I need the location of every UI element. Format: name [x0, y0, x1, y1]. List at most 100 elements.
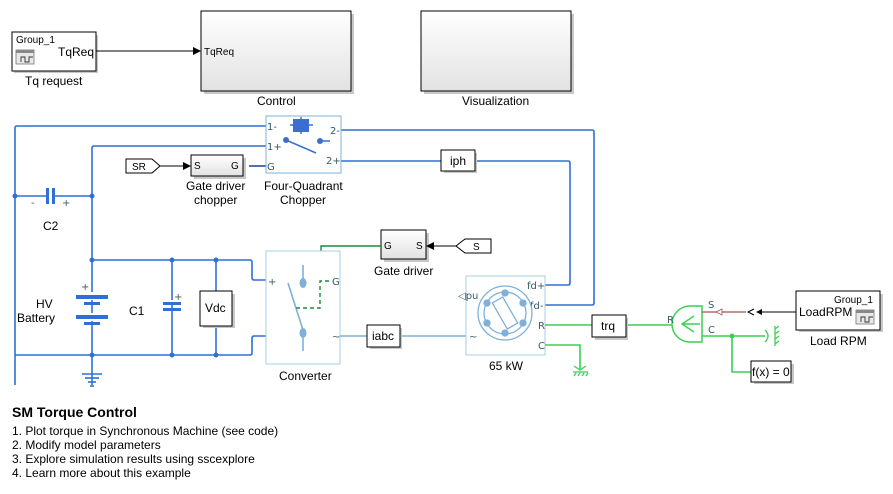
machine-port-c: C — [538, 341, 545, 352]
c2-plus: + — [62, 198, 70, 209]
converter-block[interactable]: + G ~ Converter — [265, 250, 341, 383]
c1-plus: + — [174, 292, 182, 303]
visualization-subsystem[interactable]: Visualization — [420, 10, 574, 108]
model-title: SM Torque Control — [12, 404, 137, 420]
iabc-sensor[interactable]: iabc — [366, 324, 402, 349]
control-port-tqreq: TqReq — [204, 47, 234, 58]
wire-case — [545, 344, 581, 370]
step-learn-more-link[interactable]: 4. Learn more about this example — [12, 466, 191, 480]
visualization-label: Visualization — [462, 94, 529, 108]
hv-battery[interactable]: + HV Battery — [17, 282, 108, 325]
load-rpm-label: Load RPM — [810, 334, 867, 348]
gd-out-port: G — [384, 241, 392, 252]
battery-plus: + — [81, 282, 89, 293]
control-subsystem[interactable]: TqReq Control — [200, 10, 354, 108]
gd-in-port: S — [416, 241, 423, 252]
machine-port-ac: ~ — [469, 332, 477, 343]
speed-port-r: R — [667, 315, 674, 326]
junction — [89, 193, 95, 199]
sr-from-tag[interactable]: SR — [125, 158, 161, 174]
c2-minus: - — [31, 198, 35, 209]
solver-label: f(x) = 0 — [752, 365, 790, 379]
chopper-port-2minus: 2- — [330, 126, 340, 137]
four-quadrant-chopper[interactable]: 1- 1+ G 2- 2+ Four-Quadrant Chopper — [264, 115, 343, 207]
speed-port-s: S — [708, 300, 714, 311]
junction — [89, 352, 95, 358]
junction — [213, 257, 219, 263]
mechanical-reference-icon — [764, 325, 780, 346]
ps-port-icon — [715, 308, 723, 316]
chopper-port-1minus: 1- — [267, 122, 277, 133]
chopper-label-2: Chopper — [280, 193, 326, 207]
wire-chopper-2plus — [341, 160, 571, 286]
trq-sensor[interactable]: trq — [591, 314, 628, 340]
wire-solver — [731, 336, 752, 373]
speed-source[interactable]: S R C — [667, 300, 715, 343]
chopper-port-g: G — [267, 162, 275, 173]
machine-port-fdplus: fd+ — [527, 281, 545, 292]
load-rpm-group: Group_1 — [834, 295, 873, 306]
step-plot-torque-link[interactable]: 1. Plot torque in Synchronous Machine (s… — [12, 424, 279, 438]
iabc-label: iabc — [372, 329, 394, 343]
gate-driver-label: Gate driver — [374, 264, 433, 278]
converter-label: Converter — [279, 369, 332, 383]
junction — [169, 352, 175, 358]
battery-label-2: Battery — [17, 311, 55, 325]
machine-port-pu: ◁pu — [458, 291, 478, 302]
control-label: Control — [257, 94, 296, 108]
simulink-ps-converter-icon — [746, 308, 762, 316]
electrical-ground-icon — [82, 373, 102, 387]
wire-dc-minus — [92, 335, 266, 356]
load-rpm-block[interactable]: Group_1 LoadRPM Load RPM — [795, 290, 883, 348]
machine-label: 65 kW — [489, 359, 524, 373]
sr-tag-label: SR — [132, 162, 146, 173]
vdc-label: Vdc — [205, 301, 226, 315]
s-tag-label: S — [473, 242, 480, 253]
tq-request-group: Group_1 — [16, 35, 55, 46]
vdc-sensor[interactable]: Vdc — [199, 290, 235, 328]
converter-port-ac: ~ — [332, 332, 340, 343]
chopper-port-2plus: 2+ — [326, 156, 341, 167]
machine-icon — [477, 285, 533, 341]
load-rpm-port: LoadRPM — [799, 305, 852, 319]
iph-sensor[interactable]: iph — [440, 149, 477, 173]
step-explore-results-link[interactable]: 3. Explore simulation results using ssce… — [12, 452, 255, 466]
converter-port-g: G — [332, 277, 340, 288]
converter-switch-icon — [287, 265, 330, 351]
tq-request-label: Tq request — [25, 74, 83, 88]
trq-label: trq — [601, 319, 615, 333]
machine-port-r: R — [538, 321, 545, 332]
tq-request-port: TqReq — [58, 45, 94, 59]
signal-editor-icon — [855, 309, 875, 325]
machine-port-fdminus: fd- — [530, 301, 544, 312]
c2-capacitor[interactable]: - + C2 — [31, 188, 70, 233]
gdc-label-1: Gate driver — [186, 179, 245, 193]
signal-editor-icon — [15, 49, 35, 65]
chopper-port-1plus: 1+ — [267, 142, 282, 153]
gdc-in-port: S — [194, 161, 201, 172]
iph-label: iph — [450, 154, 466, 168]
gate-driver-block[interactable]: G S Gate driver — [374, 229, 433, 278]
wire-chopper-2minus — [341, 129, 595, 306]
junction — [89, 257, 95, 263]
gdc-out-port: G — [231, 161, 239, 172]
wire-inner-left — [91, 145, 266, 260]
junction — [729, 333, 735, 339]
wire-outer-left — [14, 125, 266, 385]
c1-capacitor[interactable]: + C1 — [129, 292, 182, 318]
model-notes: SM Torque Control 1. Plot torque in Sync… — [12, 404, 278, 480]
step-modify-parameters-link[interactable]: 2. Modify model parameters — [12, 438, 161, 452]
speed-port-c: C — [708, 325, 715, 336]
gate-driver-chopper-block[interactable]: S G Gate driver chopper — [186, 154, 246, 207]
s-from-tag[interactable]: S — [455, 238, 492, 254]
battery-label-1: HV — [36, 297, 53, 311]
chopper-switch-icon — [283, 117, 330, 154]
tq-request-block[interactable]: Group_1 TqReq Tq request — [11, 31, 98, 88]
converter-port-plus: + — [268, 277, 276, 288]
solver-configuration[interactable]: f(x) = 0 — [750, 360, 794, 384]
mechanical-ground-icon — [573, 365, 589, 377]
c2-label: C2 — [43, 219, 59, 233]
chopper-label-1: Four-Quadrant — [264, 179, 343, 193]
synchronous-machine[interactable]: ◁pu fd+ fd- R C ~ 65 kW — [458, 275, 546, 373]
junction — [12, 193, 18, 199]
